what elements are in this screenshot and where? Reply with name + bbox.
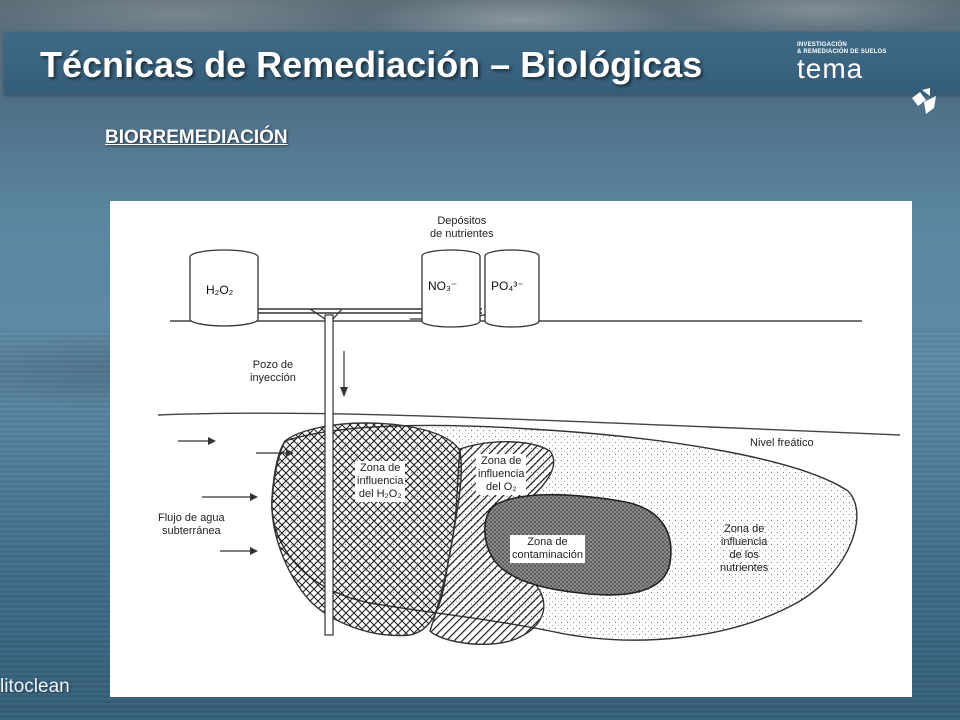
injection-well-label: Pozo de inyección <box>250 359 296 384</box>
nutrient-deposits-label: Depósitos de nutrientes <box>430 215 494 240</box>
feed-pipe-to-well <box>309 308 343 320</box>
h2o2-influence-zone <box>271 422 463 637</box>
o2-zone-label: Zona de influencia del O₂ <box>476 454 527 495</box>
h2o2-zone-label: Zona de influencia del H₂O₂ <box>355 461 406 502</box>
injection-arrow-head <box>340 387 348 397</box>
nutrients-zone-label: Zona de influencia de los nutrientes <box>720 523 769 574</box>
tank-h2o2 <box>189 249 259 327</box>
logo-line-1: INVESTIGACIÓN <box>797 42 847 48</box>
tank-no3 <box>421 249 481 328</box>
logo-word: tema <box>797 53 864 84</box>
tank-h2o2-label: H₂O₂ <box>206 283 234 297</box>
groundwater-flow-label: Flujo de agua subterránea <box>158 512 225 537</box>
water-table-label: Nivel freático <box>750 437 814 449</box>
contamination-zone-label: Zona de contaminación <box>510 535 585 563</box>
bioremediation-diagram: Depósitos de nutrientes H₂O₂ NO₃⁻ PO₄³⁻ … <box>110 201 912 697</box>
litoclean-brand: litoclean <box>0 676 70 697</box>
leaf-logo-icon <box>912 88 936 114</box>
page-title: Técnicas de Remediación – Biológicas <box>40 44 703 85</box>
tank-no3-label: NO₃⁻ <box>428 279 458 293</box>
flow-arrows <box>178 437 294 555</box>
tema-logo: INVESTIGACIÓN & REMEDIACIÓN DE SUELOS te… <box>797 42 907 86</box>
title-bar <box>4 32 960 95</box>
tank-po4 <box>484 249 540 328</box>
section-subtitle: BIORREMEDIACIÓN <box>105 127 288 148</box>
tank-po4-label: PO₄³⁻ <box>491 279 524 293</box>
injection-well-pipe <box>324 314 334 636</box>
water-table-line <box>157 412 901 436</box>
logo-line-2: & REMEDIACIÓN DE SUELOS <box>797 49 887 55</box>
